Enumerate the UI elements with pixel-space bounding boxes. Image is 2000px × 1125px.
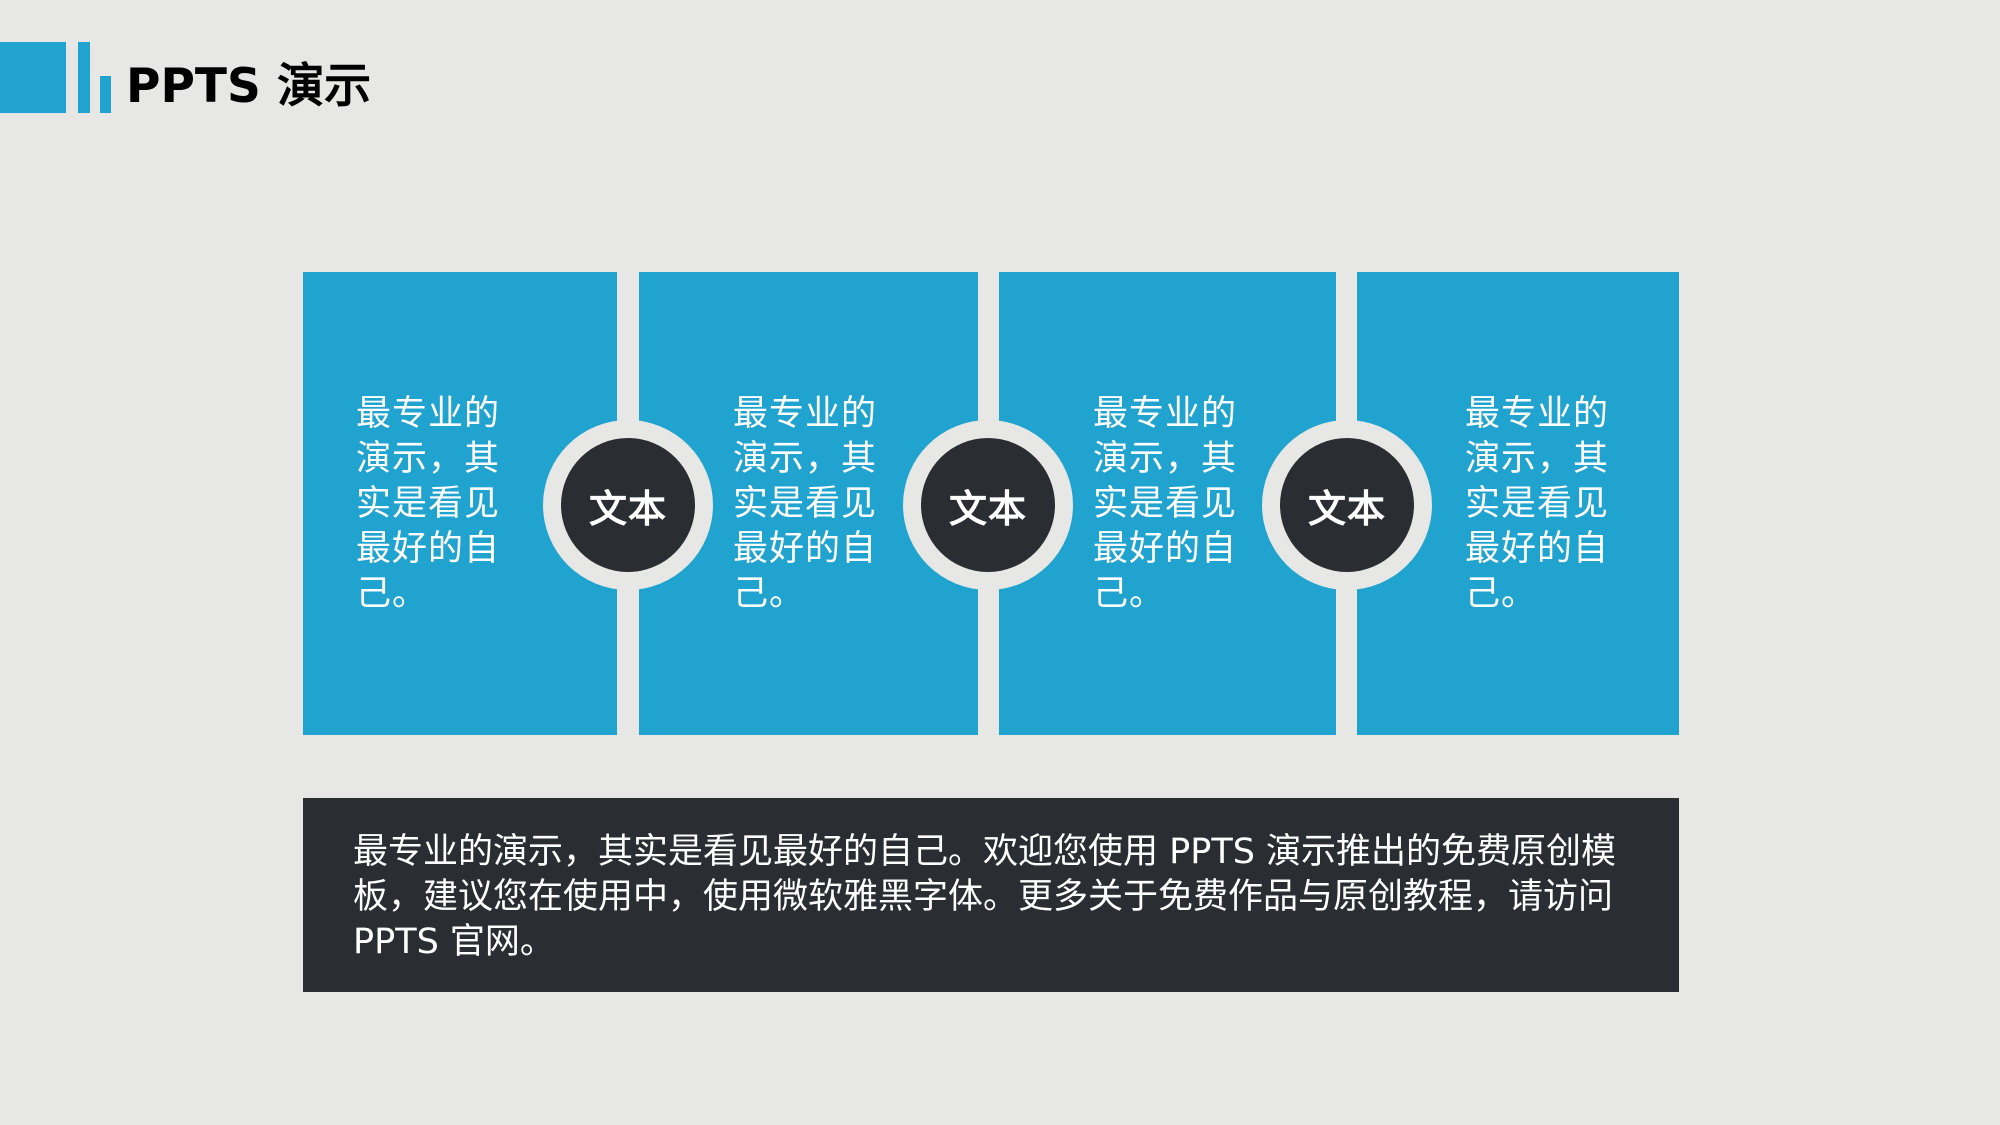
panel-4-text: 最专业的演示，其实是看见最好的自己。 xyxy=(1465,394,1610,614)
panel-3-text: 最专业的演示，其实是看见最好的自己。 xyxy=(1093,394,1238,614)
logo-bar-short xyxy=(100,76,111,113)
logo-block xyxy=(0,42,66,113)
circle-connector-1: 文本 xyxy=(543,420,713,590)
description-box: 最专业的演示，其实是看见最好的自己。欢迎您使用 PPTS 演示推出的免费原创模板… xyxy=(303,798,1679,992)
panel-1-text: 最专业的演示，其实是看见最好的自己。 xyxy=(356,394,501,614)
circle-label-3: 文本 xyxy=(1280,438,1414,572)
slide-title: PPTS 演示 xyxy=(126,59,372,114)
circle-label-1: 文本 xyxy=(561,438,695,572)
logo-bar-tall xyxy=(78,42,90,113)
circle-connector-3: 文本 xyxy=(1262,420,1432,590)
circle-connector-2: 文本 xyxy=(903,420,1073,590)
circle-label-2: 文本 xyxy=(921,438,1055,572)
panel-2-text: 最专业的演示，其实是看见最好的自己。 xyxy=(733,394,878,614)
description-text: 最专业的演示，其实是看见最好的自己。欢迎您使用 PPTS 演示推出的免费原创模板… xyxy=(353,832,1617,962)
